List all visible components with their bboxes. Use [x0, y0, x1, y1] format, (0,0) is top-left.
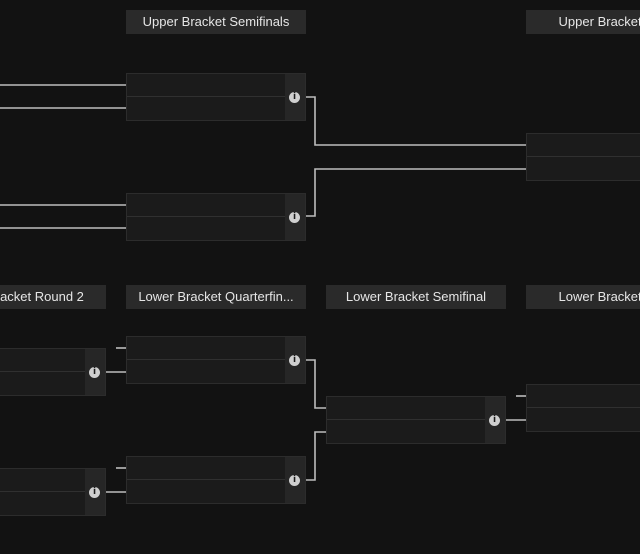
round-header-lower-final: Lower Bracket Final	[526, 285, 640, 309]
info-icon[interactable]: i	[289, 212, 300, 223]
team-slot-top[interactable]	[0, 349, 85, 372]
match-lower-round-2-2[interactable]: i	[0, 468, 106, 516]
team-slot-bottom[interactable]	[127, 217, 285, 240]
match-lower-semifinal[interactable]: i	[326, 396, 506, 444]
match-upper-semifinal-1[interactable]: i	[126, 73, 306, 121]
info-icon[interactable]: i	[89, 487, 100, 498]
team-slot-top[interactable]	[527, 385, 640, 408]
team-slot-top[interactable]	[127, 194, 285, 217]
connector	[306, 431, 326, 481]
team-slot-bottom[interactable]	[127, 360, 285, 383]
match-lower-quarterfinal-2[interactable]: i	[126, 456, 306, 504]
match-lower-final[interactable]: i	[526, 384, 640, 432]
team-slot-top[interactable]	[0, 469, 85, 492]
team-slot-bottom[interactable]	[327, 420, 485, 443]
match-info-column: i	[85, 469, 105, 515]
match-info-column: i	[285, 74, 305, 120]
team-slot-bottom[interactable]	[127, 480, 285, 503]
round-header-upper-final: Upper Bracket Final	[526, 10, 640, 34]
team-slot-bottom[interactable]	[527, 408, 640, 431]
round-header-upper-semifinals: Upper Bracket Semifinals	[126, 10, 306, 34]
team-slot-top[interactable]	[527, 134, 640, 157]
connector	[306, 168, 526, 217]
connector	[306, 96, 526, 146]
team-slot-bottom[interactable]	[0, 492, 85, 515]
team-slot-top[interactable]	[127, 74, 285, 97]
team-slot-top[interactable]	[127, 337, 285, 360]
match-info-column: i	[285, 457, 305, 503]
round-header-lower-semifinal: Lower Bracket Semifinal	[326, 285, 506, 309]
team-slot-bottom[interactable]	[527, 157, 640, 180]
team-slot-bottom[interactable]	[127, 97, 285, 120]
match-upper-final[interactable]: i	[526, 133, 640, 181]
info-icon[interactable]: i	[489, 415, 500, 426]
info-icon[interactable]: i	[89, 367, 100, 378]
match-info-column: i	[285, 194, 305, 240]
connector	[306, 359, 326, 409]
round-header-lower-quarterfinals: Lower Bracket Quarterfin...	[126, 285, 306, 309]
round-header-lower-round-2: Lower Bracket Round 2	[0, 285, 106, 309]
match-upper-semifinal-2[interactable]: i	[126, 193, 306, 241]
match-info-column: i	[85, 349, 105, 395]
team-slot-top[interactable]	[327, 397, 485, 420]
info-icon[interactable]: i	[289, 355, 300, 366]
info-icon[interactable]: i	[289, 475, 300, 486]
match-lower-round-2-1[interactable]: i	[0, 348, 106, 396]
match-lower-quarterfinal-1[interactable]: i	[126, 336, 306, 384]
team-slot-bottom[interactable]	[0, 372, 85, 395]
info-icon[interactable]: i	[289, 92, 300, 103]
match-info-column: i	[285, 337, 305, 383]
team-slot-top[interactable]	[127, 457, 285, 480]
match-info-column: i	[485, 397, 505, 443]
